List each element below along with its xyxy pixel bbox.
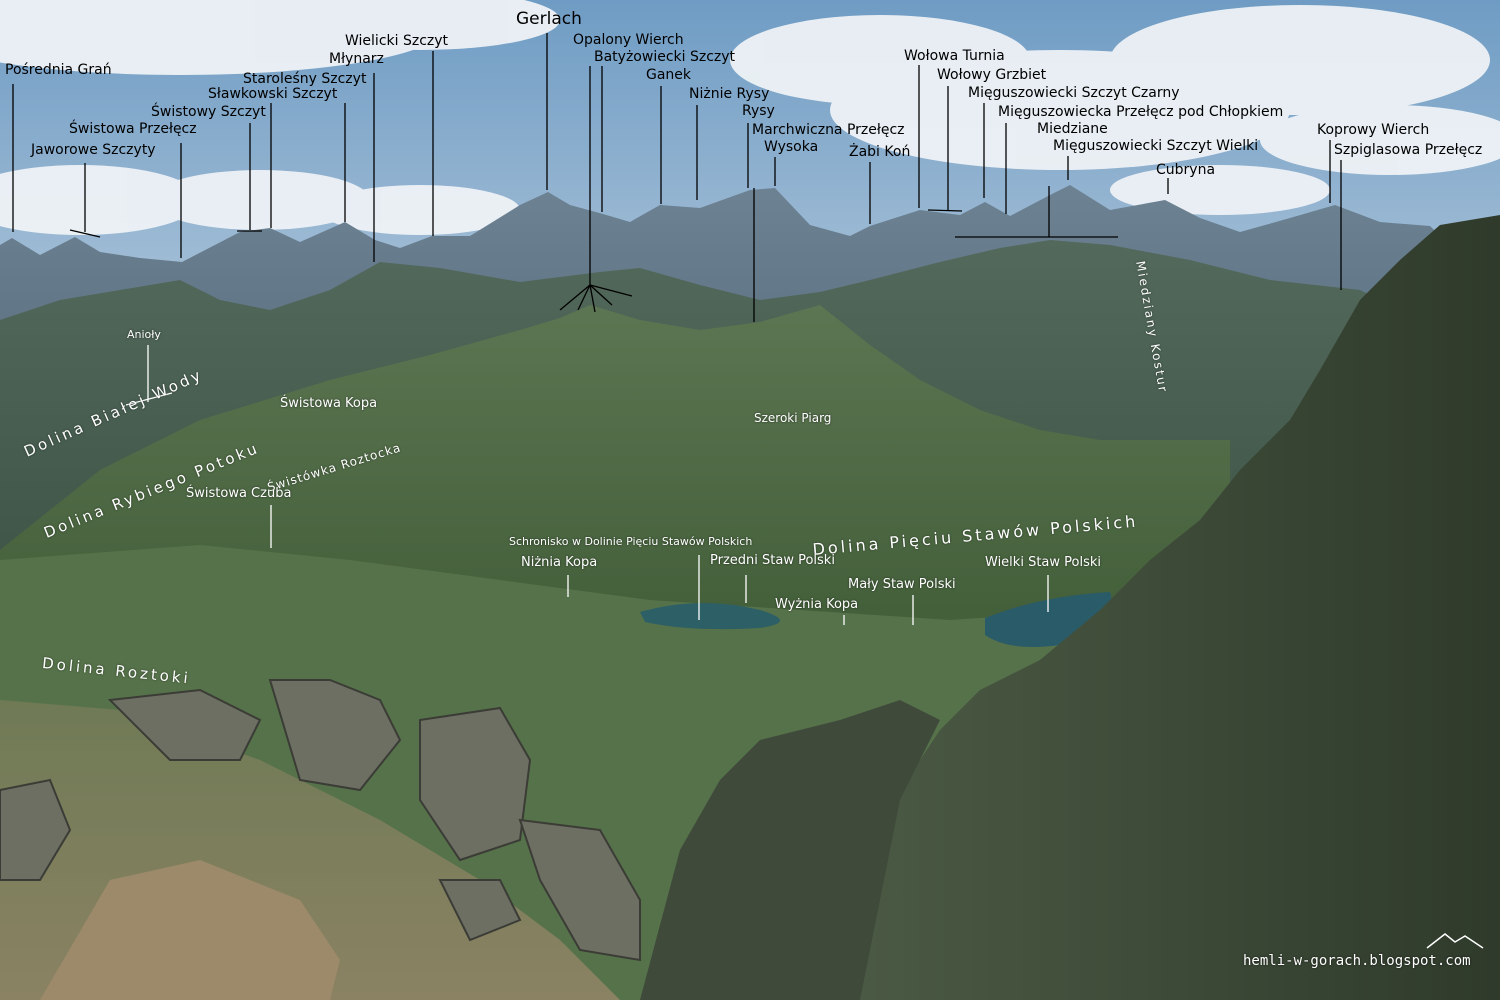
label-cubryna: Cubryna bbox=[1156, 162, 1216, 178]
label-swistowa-czuba: Świstowa Czuba bbox=[186, 486, 292, 501]
label-przedni-staw: Przedni Staw Polski bbox=[710, 553, 835, 568]
label-mieguszowiecki-wielki: Mięguszowiecki Szczyt Wielki bbox=[1053, 138, 1259, 154]
label-szpiglasowa-przelecz: Szpiglasowa Przełęcz bbox=[1334, 142, 1483, 158]
label-nizne-rysy: Niżnie Rysy bbox=[689, 86, 770, 102]
label-wielicki-szczyt: Wielicki Szczyt bbox=[345, 33, 449, 49]
leader-lines bbox=[12, 33, 1342, 322]
trail bbox=[40, 860, 340, 1000]
przedni-staw-lake bbox=[640, 602, 780, 630]
label-zabi-kon: Żabi Koń bbox=[849, 144, 911, 160]
label-miedziane: Miedziane bbox=[1037, 121, 1108, 137]
watermark: hemli-w-gorach.blogspot.com bbox=[1243, 953, 1471, 969]
label-schronisko: Schronisko w Dolinie Pięciu Stawów Polsk… bbox=[509, 535, 753, 548]
label-starolesny-szczyt: Staroleśny Szczyt bbox=[243, 71, 367, 87]
label-mieguszowiecki-czarny: Mięguszowiecki Szczyt Czarny bbox=[968, 85, 1180, 101]
label-anioly: Anioły bbox=[127, 328, 161, 341]
clouds bbox=[0, 0, 1500, 235]
leader-lines-white bbox=[125, 345, 1049, 625]
label-wysoka: Wysoka bbox=[764, 139, 819, 155]
label-opalony-wierch: Opalony Wierch bbox=[573, 32, 684, 48]
label-gerlach: Gerlach bbox=[516, 9, 582, 29]
mid-rock bbox=[640, 700, 940, 1000]
label-swistowy-szczyt: Świstowy Szczyt bbox=[151, 104, 266, 120]
label-przelecz-pod-chlopkiem: Mięguszowiecka Przełęcz pod Chłopkiem bbox=[998, 104, 1284, 120]
label-jaworowe-szczyty: Jaworowe Szczyty bbox=[31, 142, 156, 158]
label-koprowy-wierch: Koprowy Wierch bbox=[1317, 122, 1430, 138]
label-batyzowiecki-szczyt: Batyżowiecki Szczyt bbox=[594, 49, 736, 65]
label-mlynarz: Młynarz bbox=[329, 51, 384, 67]
label-slawkowski-szczyt: Sławkowski Szczyt bbox=[208, 86, 338, 102]
label-swistowa-przelecz: Świstowa Przełęcz bbox=[69, 121, 197, 137]
label-posrednia-gran: Pośrednia Grań bbox=[5, 62, 112, 78]
label-rysy: Rysy bbox=[742, 103, 775, 119]
label-wolowy-grzbiet: Wołowy Grzbiet bbox=[937, 67, 1047, 83]
label-marchwiczna-przelecz: Marchwiczna Przełęcz bbox=[752, 122, 905, 138]
label-maly-staw: Mały Staw Polski bbox=[848, 577, 956, 592]
watermark-mountain-icon bbox=[1426, 933, 1484, 949]
label-wyznia-kopa: Wyżnia Kopa bbox=[775, 597, 859, 612]
label-nizna-kopa: Niżnia Kopa bbox=[521, 555, 598, 570]
label-swistowa-kopa: Świstowa Kopa bbox=[280, 396, 378, 411]
right-rock-ridge bbox=[850, 215, 1500, 1000]
label-wielki-staw: Wielki Staw Polski bbox=[985, 555, 1101, 570]
label-ganek: Ganek bbox=[646, 67, 692, 83]
label-wolowa-turnia: Wołowa Turnia bbox=[904, 48, 1005, 64]
label-szeroki-piarg: Szeroki Piarg bbox=[754, 411, 832, 425]
